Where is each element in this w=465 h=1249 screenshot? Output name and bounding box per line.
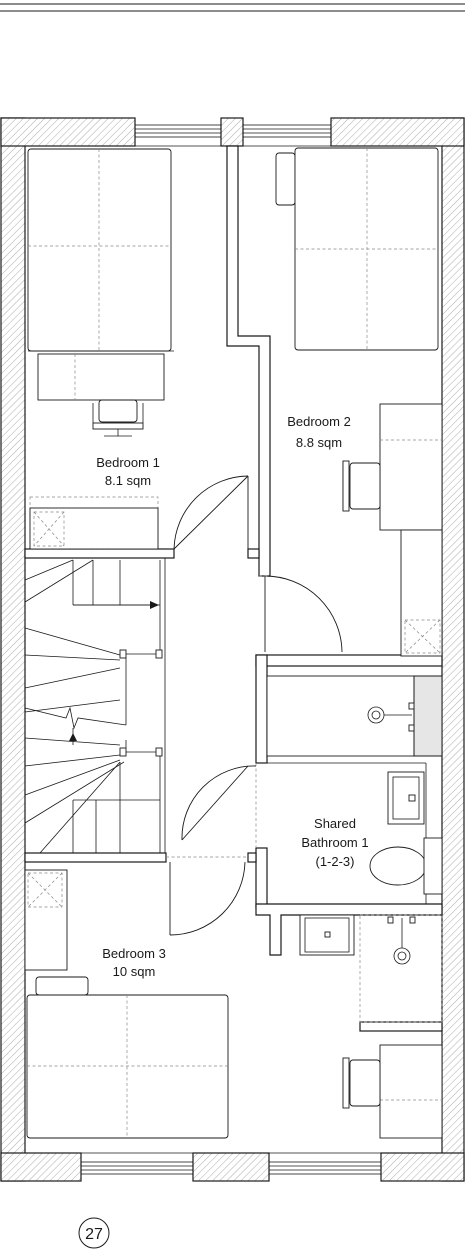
bedroom1-name: Bedroom 1 bbox=[96, 455, 160, 470]
bedroom2-name: Bedroom 2 bbox=[287, 414, 351, 429]
bedroom3-area: 10 sqm bbox=[113, 964, 156, 979]
desk-1 bbox=[37, 353, 165, 401]
interior-walls bbox=[24, 145, 443, 1032]
lower-right-fixtures bbox=[299, 914, 443, 1023]
window-bottom-right bbox=[268, 1152, 382, 1175]
bathroom-fixtures bbox=[181, 675, 443, 904]
bedside-2 bbox=[275, 152, 296, 206]
bedroom2-area: 8.8 sqm bbox=[296, 435, 342, 450]
bedroom1-furniture bbox=[27, 148, 174, 550]
bedside-3 bbox=[35, 976, 89, 996]
window-top-right bbox=[242, 124, 332, 147]
chair-2 bbox=[342, 460, 381, 512]
bedroom2-furniture bbox=[275, 147, 443, 657]
page-number-badge: 27 bbox=[78, 1217, 110, 1249]
desk-3 bbox=[379, 1044, 443, 1139]
staircase bbox=[24, 557, 166, 854]
bathroom-name-line1: Shared bbox=[314, 816, 356, 831]
header-rules bbox=[0, 3, 465, 12]
exterior-walls bbox=[0, 117, 465, 1182]
page-number: 27 bbox=[85, 1226, 103, 1243]
door-bedroom2 bbox=[259, 575, 343, 653]
room-labels: Bedroom 1 8.1 sqm Bedroom 2 8.8 sqm Bedr… bbox=[96, 414, 368, 979]
bathroom-name-line2: Bathroom 1 bbox=[301, 835, 368, 850]
window-top-left bbox=[134, 124, 222, 147]
bed-1 bbox=[27, 148, 172, 352]
chair-3 bbox=[342, 1057, 381, 1109]
shelf-1 bbox=[29, 496, 159, 550]
bed-3 bbox=[26, 994, 229, 1139]
wardrobe-2 bbox=[400, 529, 443, 657]
window-bottom-left bbox=[80, 1152, 194, 1175]
door-bedroom3 bbox=[166, 856, 248, 936]
shelf-3 bbox=[24, 869, 68, 971]
windows bbox=[80, 124, 382, 1175]
bedroom1-area: 8.1 sqm bbox=[105, 473, 151, 488]
bathroom-name-line3: (1-2-3) bbox=[315, 854, 354, 869]
chair-1 bbox=[92, 399, 144, 437]
door-bedroom1 bbox=[173, 475, 249, 550]
bedroom3-name: Bedroom 3 bbox=[102, 946, 166, 961]
desk-2 bbox=[379, 403, 443, 531]
bedroom3-furniture bbox=[24, 869, 443, 1139]
